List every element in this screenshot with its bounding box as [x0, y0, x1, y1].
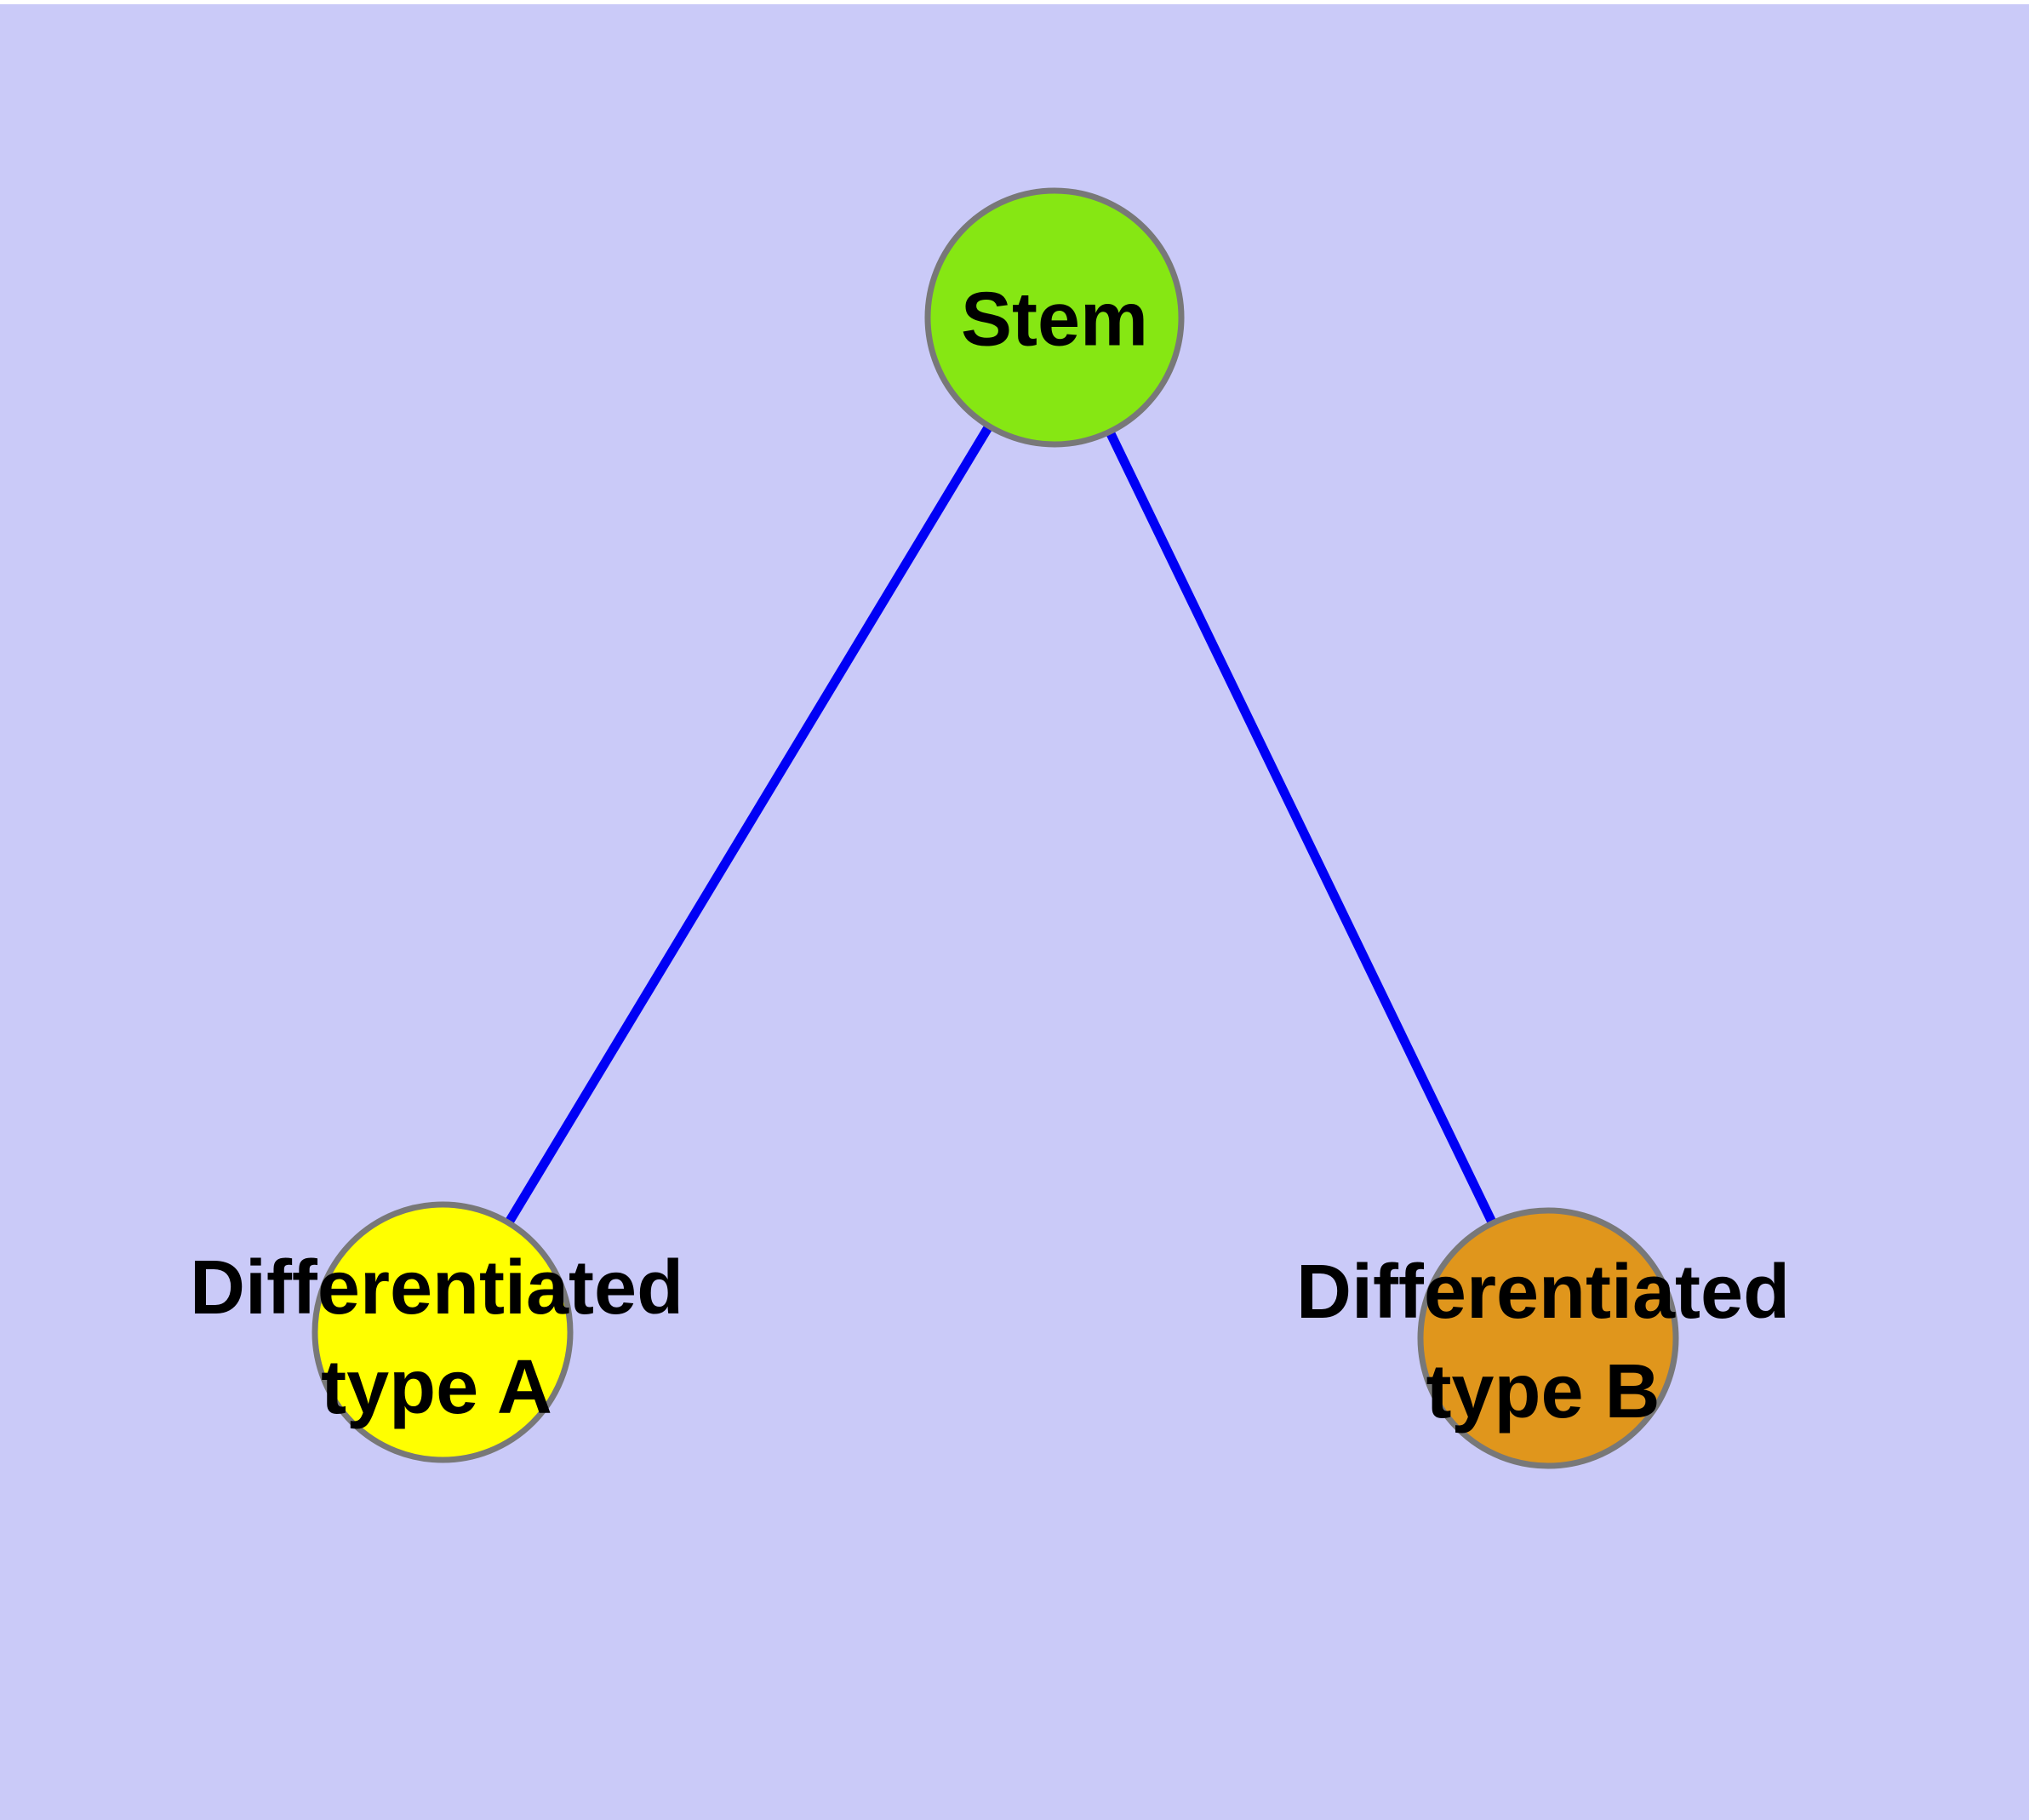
node-differentiated-type-b-label: Differentiated type B [1295, 1250, 1791, 1434]
node-differentiated-type-a-label: Differentiated type A [189, 1245, 684, 1430]
node-stem[interactable] [924, 187, 1185, 448]
node-stem-label: Stem [960, 277, 1149, 363]
node-differentiated-type-b[interactable] [1417, 1207, 1679, 1469]
node-differentiated-type-a[interactable] [311, 1201, 574, 1463]
edge-stem-to-type-b [1050, 315, 1552, 1341]
edge-stem-to-type-a [438, 315, 1059, 1335]
